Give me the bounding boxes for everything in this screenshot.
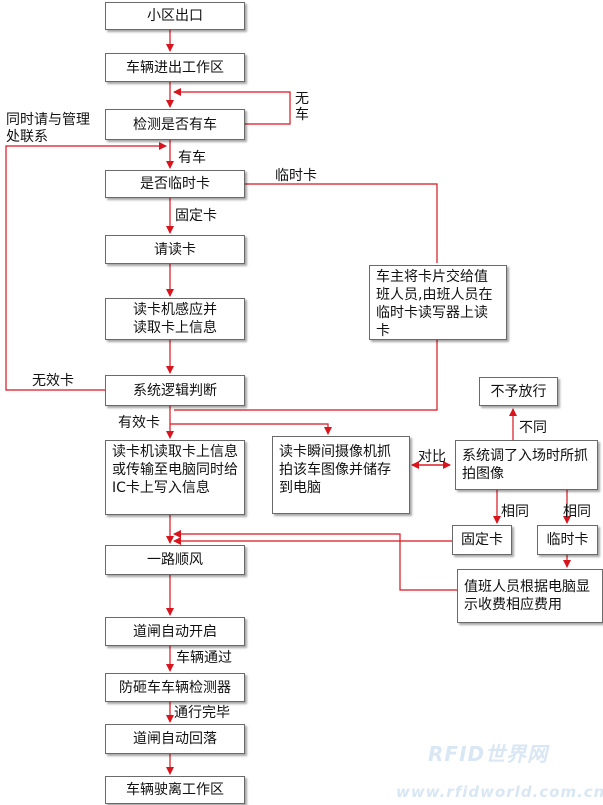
- label-pass-complete: 通行完毕: [174, 705, 230, 721]
- label-compare: 对比: [418, 449, 446, 465]
- node-gate-close: 道闸自动回落: [105, 724, 245, 754]
- label-match-temp: 相同: [563, 504, 591, 520]
- node-reader-sense: 读卡机感应并读取卡上信息: [105, 298, 245, 340]
- edge-staff-return: [173, 530, 457, 591]
- edge-no-vehicle-loop: [173, 88, 291, 125]
- label-valid-card: 有效卡: [118, 415, 160, 431]
- node-bon-voyage: 一路顺风: [105, 545, 245, 575]
- node-is-temp-card: 是否临时卡: [105, 170, 245, 198]
- label-contact-admin: 同时请与管理处联系: [6, 112, 90, 145]
- node-community-exit: 小区出口: [105, 2, 245, 30]
- node-staff-fee: 值班人员根据电脑显示收费相应费用: [457, 569, 603, 623]
- label-vehicle-pass: 车辆通过: [176, 650, 232, 666]
- edge-temp-card-branch: [245, 183, 438, 263]
- watermark-brand: RFID世界网: [428, 742, 549, 766]
- edge-owner-to-valid: [174, 340, 438, 411]
- label-fixed-card: 固定卡: [175, 208, 217, 224]
- node-camera-capture: 读卡瞬间摄像机抓拍该车图像并储存到电脑: [272, 436, 410, 514]
- label-has-vehicle: 有车: [178, 150, 206, 166]
- label-temp-card: 临时卡: [275, 168, 317, 184]
- node-gate-open: 道闸自动开启: [105, 617, 245, 646]
- node-vehicle-leave: 车辆驶离工作区: [105, 776, 245, 804]
- node-logic-judge: 系统逻辑判断: [105, 375, 245, 406]
- edge-valid-to-camera: [170, 423, 332, 435]
- node-detect-vehicle: 检测是否有车: [105, 109, 245, 140]
- node-vehicle-enter-exit: 车辆进出工作区: [105, 53, 245, 82]
- watermark-url: www.rfidworld.com.cn: [396, 783, 603, 801]
- node-owner-handover: 车主将卡片交给值班人员,由班人员在临时卡读写器上读卡: [369, 265, 507, 340]
- node-fixed-card: 固定卡: [452, 525, 512, 555]
- node-reader-write: 读卡机读取卡上信息或传输至电脑同时给IC卡上写入信息: [105, 440, 245, 515]
- node-anti-smash: 防砸车车辆检测器: [105, 673, 245, 702]
- node-please-read-card: 请读卡: [105, 235, 245, 264]
- label-match-fixed: 相同: [501, 504, 529, 520]
- label-invalid-card: 无效卡: [32, 373, 74, 389]
- node-deny-release: 不予放行: [479, 377, 558, 406]
- edge-invalid-loop: [5, 142, 167, 391]
- node-temp-card: 临时卡: [537, 525, 598, 555]
- node-system-retrieve: 系统调了入场时所抓拍图像: [455, 440, 598, 490]
- label-no-vehicle: 无车: [295, 91, 309, 123]
- label-mismatch: 不同: [519, 420, 547, 436]
